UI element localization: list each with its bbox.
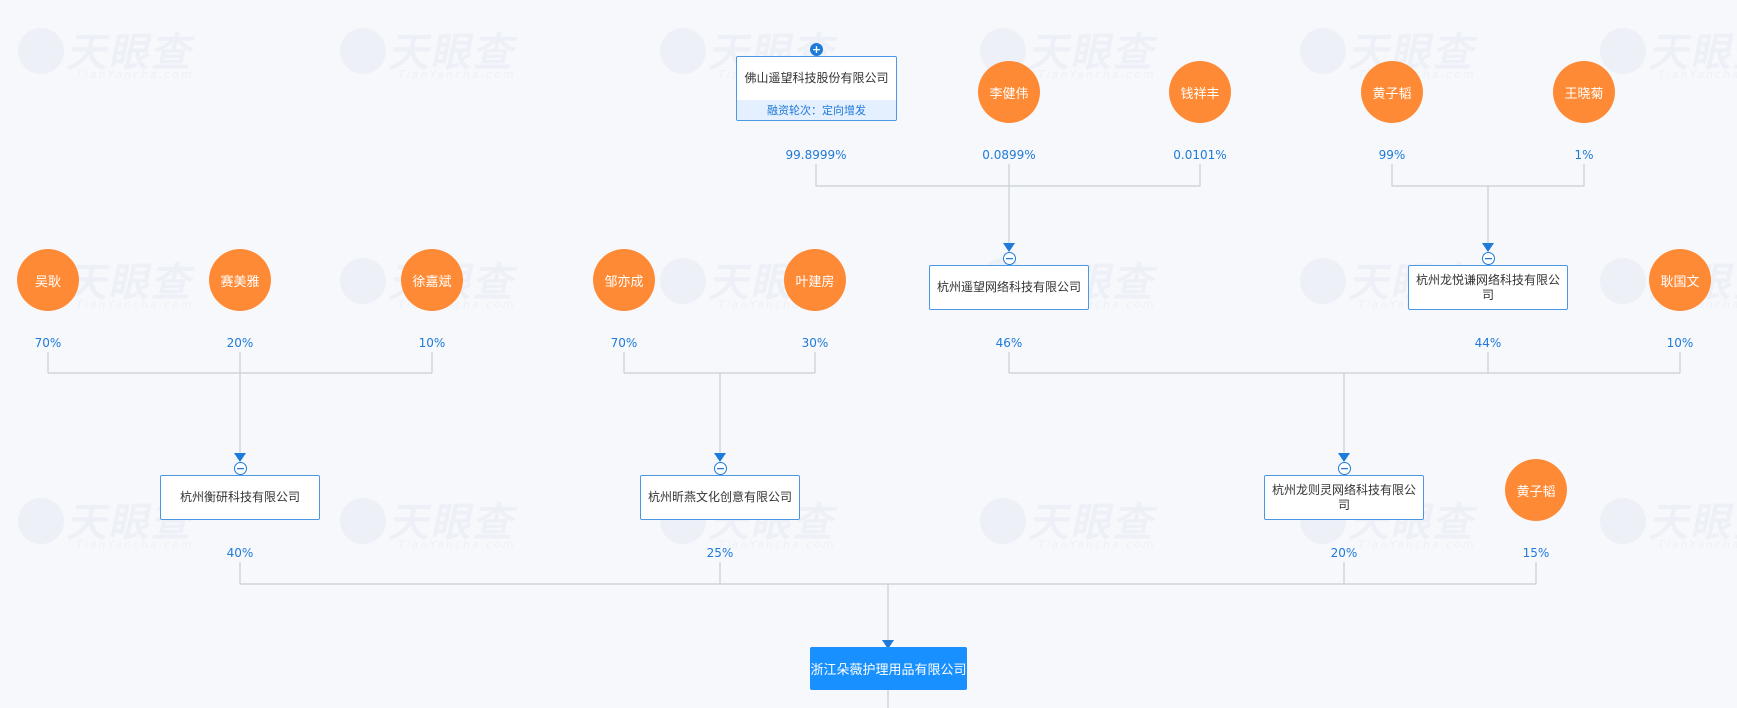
share-percentage: 30% bbox=[801, 336, 829, 350]
share-percentage: 44% bbox=[1474, 336, 1502, 350]
arrow-down-icon bbox=[1003, 243, 1015, 252]
company-node-hengyan[interactable]: 杭州衡研科技有限公司 bbox=[160, 475, 320, 520]
person-node-qian[interactable]: 钱祥丰 bbox=[1169, 61, 1231, 123]
company-node-longyue[interactable]: 杭州龙悦谦网络科技有限公司 bbox=[1408, 265, 1568, 310]
company-node-yaowang[interactable]: 杭州遥望网络科技有限公司 bbox=[929, 265, 1089, 310]
share-percentage: 10% bbox=[418, 336, 446, 350]
person-node-wang[interactable]: 王晓菊 bbox=[1553, 61, 1615, 123]
collapse-icon[interactable]: − bbox=[1338, 462, 1351, 475]
target-company-node[interactable]: 浙江朵薇护理用品有限公司 bbox=[810, 647, 967, 690]
share-percentage: 20% bbox=[1330, 546, 1358, 560]
share-percentage: 15% bbox=[1522, 546, 1550, 560]
share-percentage: 70% bbox=[34, 336, 62, 350]
person-node-sai[interactable]: 赛美雅 bbox=[209, 249, 271, 311]
share-percentage: 20% bbox=[226, 336, 254, 350]
share-percentage: 40% bbox=[226, 546, 254, 560]
collapse-icon[interactable]: − bbox=[234, 462, 247, 475]
person-node-ye[interactable]: 叶建房 bbox=[784, 249, 846, 311]
share-percentage: 0.0101% bbox=[1173, 148, 1227, 162]
company-node-longze[interactable]: 杭州龙则灵网络科技有限公司 bbox=[1264, 475, 1424, 520]
person-node-geng[interactable]: 耿国文 bbox=[1649, 249, 1711, 311]
share-percentage: 70% bbox=[610, 336, 638, 350]
financing-round-label: 融资轮次：定向增发 bbox=[737, 100, 896, 120]
company-node-xinyan[interactable]: 杭州昕燕文化创意有限公司 bbox=[640, 475, 800, 520]
person-node-zou[interactable]: 邹亦成 bbox=[593, 249, 655, 311]
share-percentage: 1% bbox=[1574, 148, 1594, 162]
person-node-huang2[interactable]: 黄子韬 bbox=[1505, 459, 1567, 521]
person-node-xu[interactable]: 徐嘉斌 bbox=[401, 249, 463, 311]
share-percentage: 25% bbox=[706, 546, 734, 560]
company-name: 佛山遥望科技股份有限公司 bbox=[744, 71, 889, 85]
arrow-down-icon bbox=[882, 640, 894, 649]
share-percentage: 0.0899% bbox=[982, 148, 1036, 162]
person-node-wu[interactable]: 吴耿 bbox=[17, 249, 79, 311]
collapse-icon[interactable]: − bbox=[1482, 252, 1495, 265]
share-percentage: 99.8999% bbox=[785, 148, 847, 162]
person-node-huang1[interactable]: 黄子韬 bbox=[1361, 61, 1423, 123]
share-percentage: 10% bbox=[1666, 336, 1694, 350]
arrow-down-icon bbox=[714, 453, 726, 462]
collapse-icon[interactable]: − bbox=[714, 462, 727, 475]
expand-icon[interactable]: + bbox=[810, 43, 823, 56]
arrow-down-icon bbox=[1338, 453, 1350, 462]
arrow-down-icon bbox=[1482, 243, 1494, 252]
arrow-down-icon bbox=[234, 453, 246, 462]
share-percentage: 99% bbox=[1378, 148, 1406, 162]
collapse-icon[interactable]: − bbox=[1003, 252, 1016, 265]
share-percentage: 46% bbox=[995, 336, 1023, 350]
person-node-li[interactable]: 李健伟 bbox=[978, 61, 1040, 123]
company-node-foshan[interactable]: 佛山遥望科技股份有限公司 融资轮次：定向增发 bbox=[736, 56, 897, 121]
